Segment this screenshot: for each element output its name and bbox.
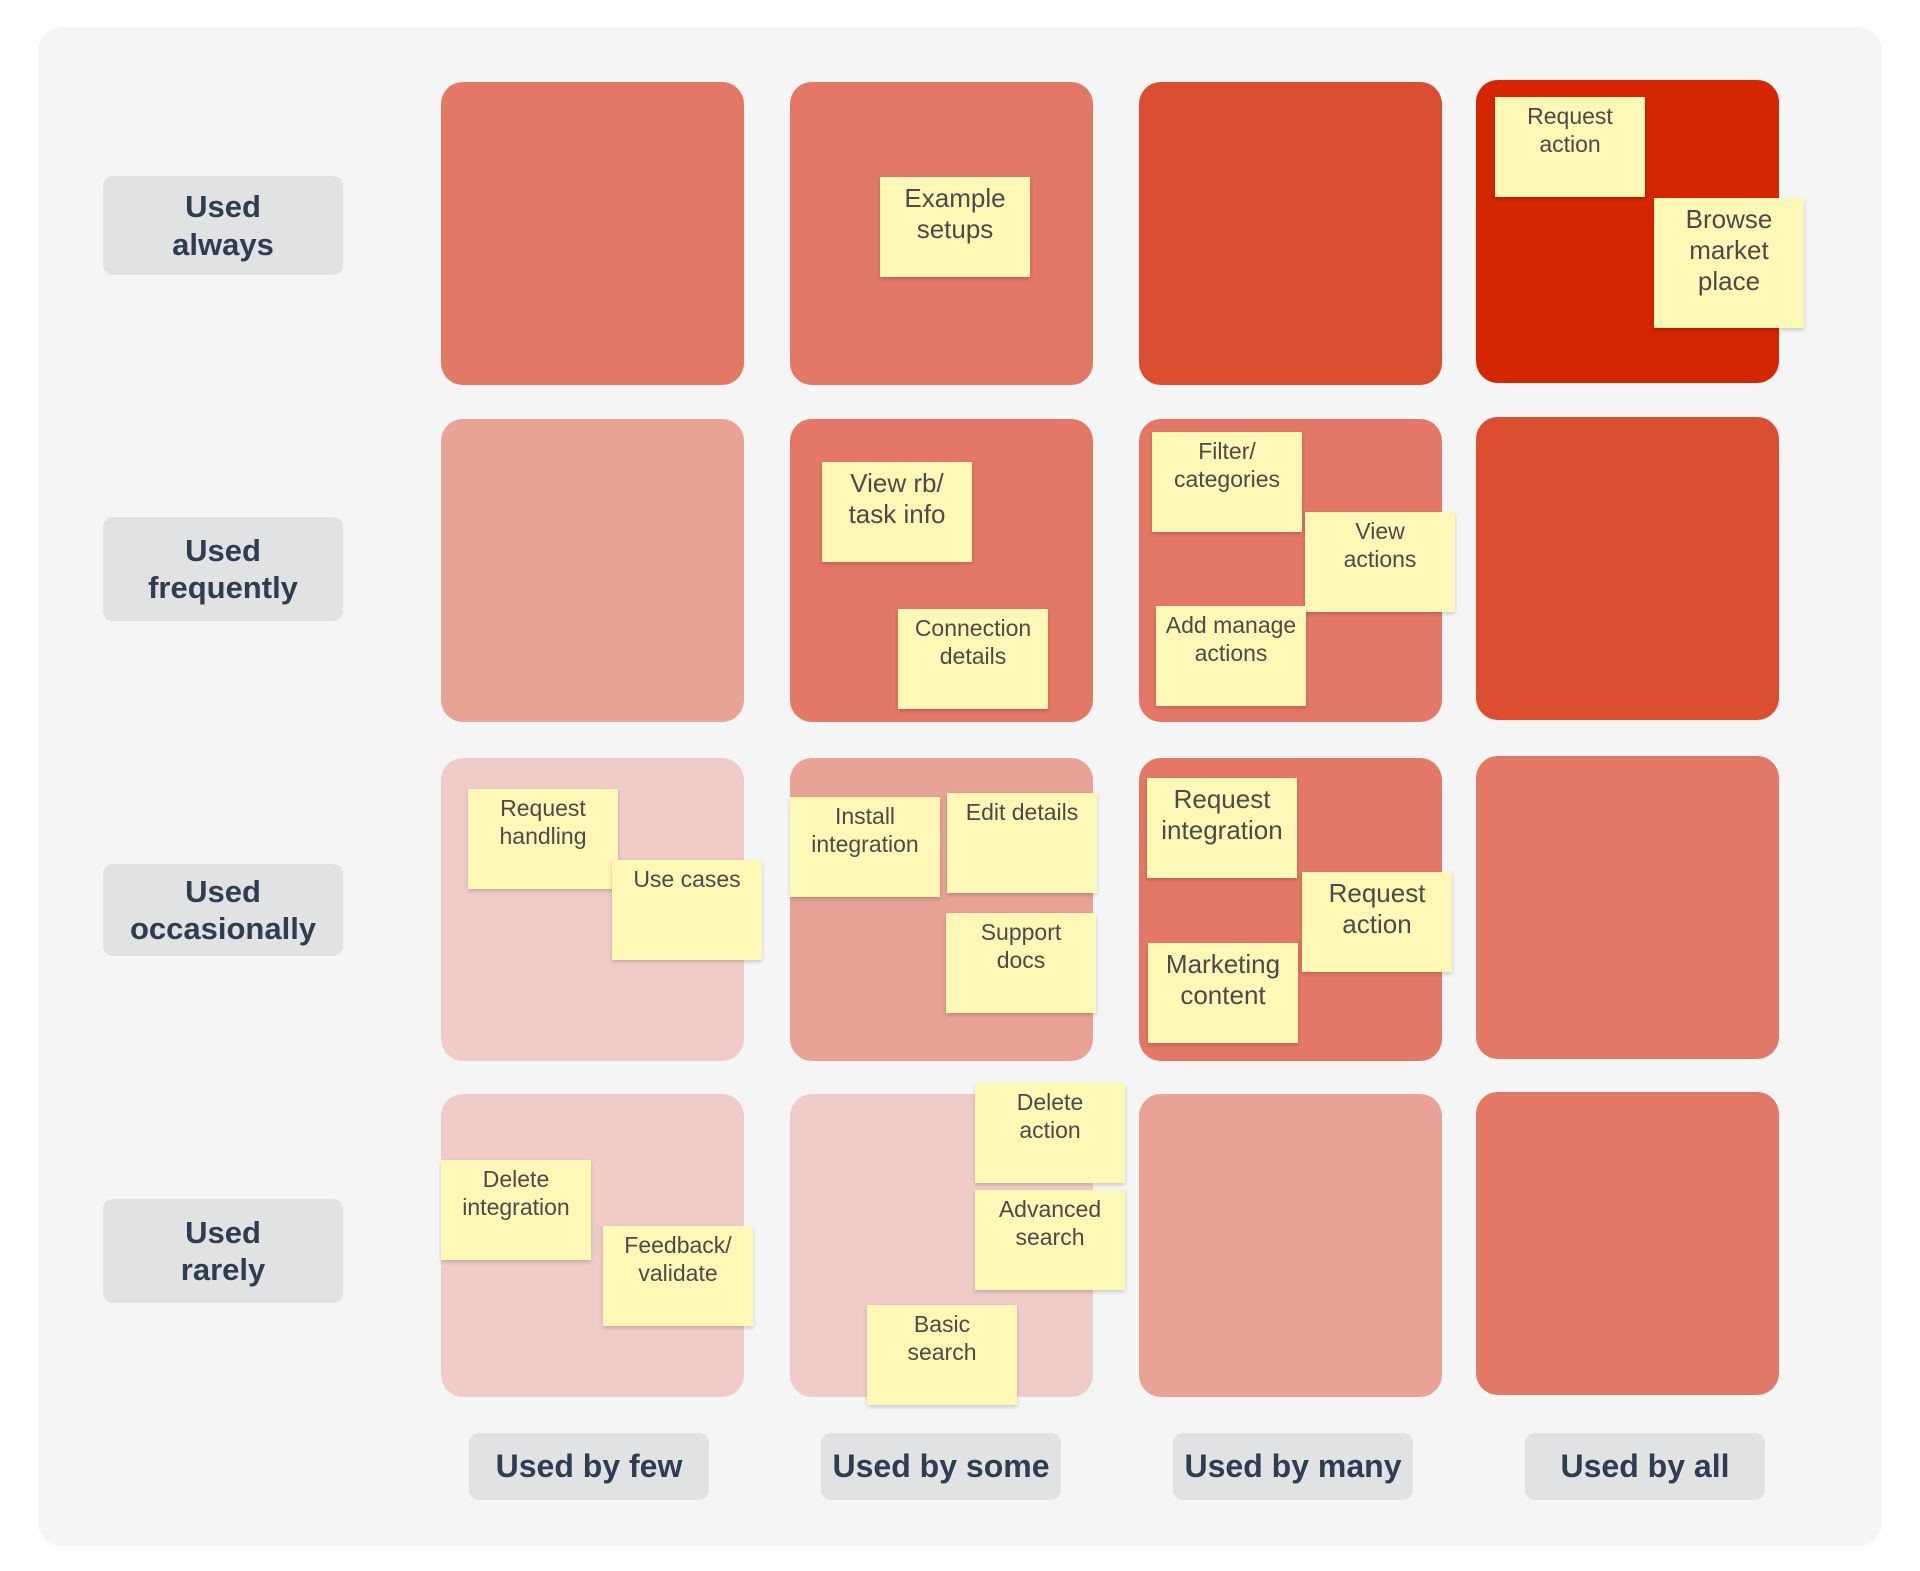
cell-r1-c0: [441, 419, 744, 722]
sticky-note[interactable]: Request handling: [468, 789, 618, 889]
row-label-used-occasionally: Used occasionally: [103, 864, 343, 956]
row-label-used-rarely: Used rarely: [103, 1199, 343, 1303]
cell-r3-c2: [1139, 1094, 1442, 1397]
sticky-note[interactable]: Request action: [1302, 872, 1452, 972]
sticky-note[interactable]: Browse market place: [1654, 198, 1804, 328]
sticky-note[interactable]: Request action: [1495, 97, 1645, 197]
sticky-note[interactable]: Filter/ categories: [1152, 432, 1302, 532]
sticky-note[interactable]: Delete action: [975, 1083, 1125, 1183]
sticky-note[interactable]: Advanced search: [975, 1190, 1125, 1290]
sticky-note[interactable]: Example setups: [880, 177, 1030, 277]
sticky-note[interactable]: Edit details: [947, 793, 1097, 893]
cell-r3-c3: [1476, 1092, 1779, 1395]
row-label-used-frequently: Used frequently: [103, 517, 343, 621]
sticky-note[interactable]: Install integration: [790, 797, 940, 897]
col-label-used-by-few: Used by few: [469, 1433, 709, 1500]
col-label-used-by-all: Used by all: [1525, 1433, 1765, 1500]
cell-r0-c2: [1139, 82, 1442, 385]
sticky-note[interactable]: Request integration: [1147, 778, 1297, 878]
sticky-note[interactable]: Delete integration: [441, 1160, 591, 1260]
sticky-note[interactable]: Use cases: [612, 860, 762, 960]
col-label-used-by-some: Used by some: [821, 1433, 1061, 1500]
sticky-note[interactable]: Add manage actions: [1156, 606, 1306, 706]
cell-r0-c0: [441, 82, 744, 385]
sticky-note[interactable]: View rb/ task info: [822, 462, 972, 562]
cell-r1-c3: [1476, 417, 1779, 720]
row-label-used-always: Used always: [103, 176, 343, 275]
cell-r2-c3: [1476, 756, 1779, 1059]
sticky-note[interactable]: Support docs: [946, 913, 1096, 1013]
sticky-note[interactable]: Basic search: [867, 1305, 1017, 1405]
sticky-note[interactable]: View actions: [1305, 512, 1455, 612]
sticky-note[interactable]: Connection details: [898, 609, 1048, 709]
col-label-used-by-many: Used by many: [1173, 1433, 1413, 1500]
sticky-note[interactable]: Feedback/ validate: [603, 1226, 753, 1326]
sticky-note[interactable]: Marketing content: [1148, 943, 1298, 1043]
